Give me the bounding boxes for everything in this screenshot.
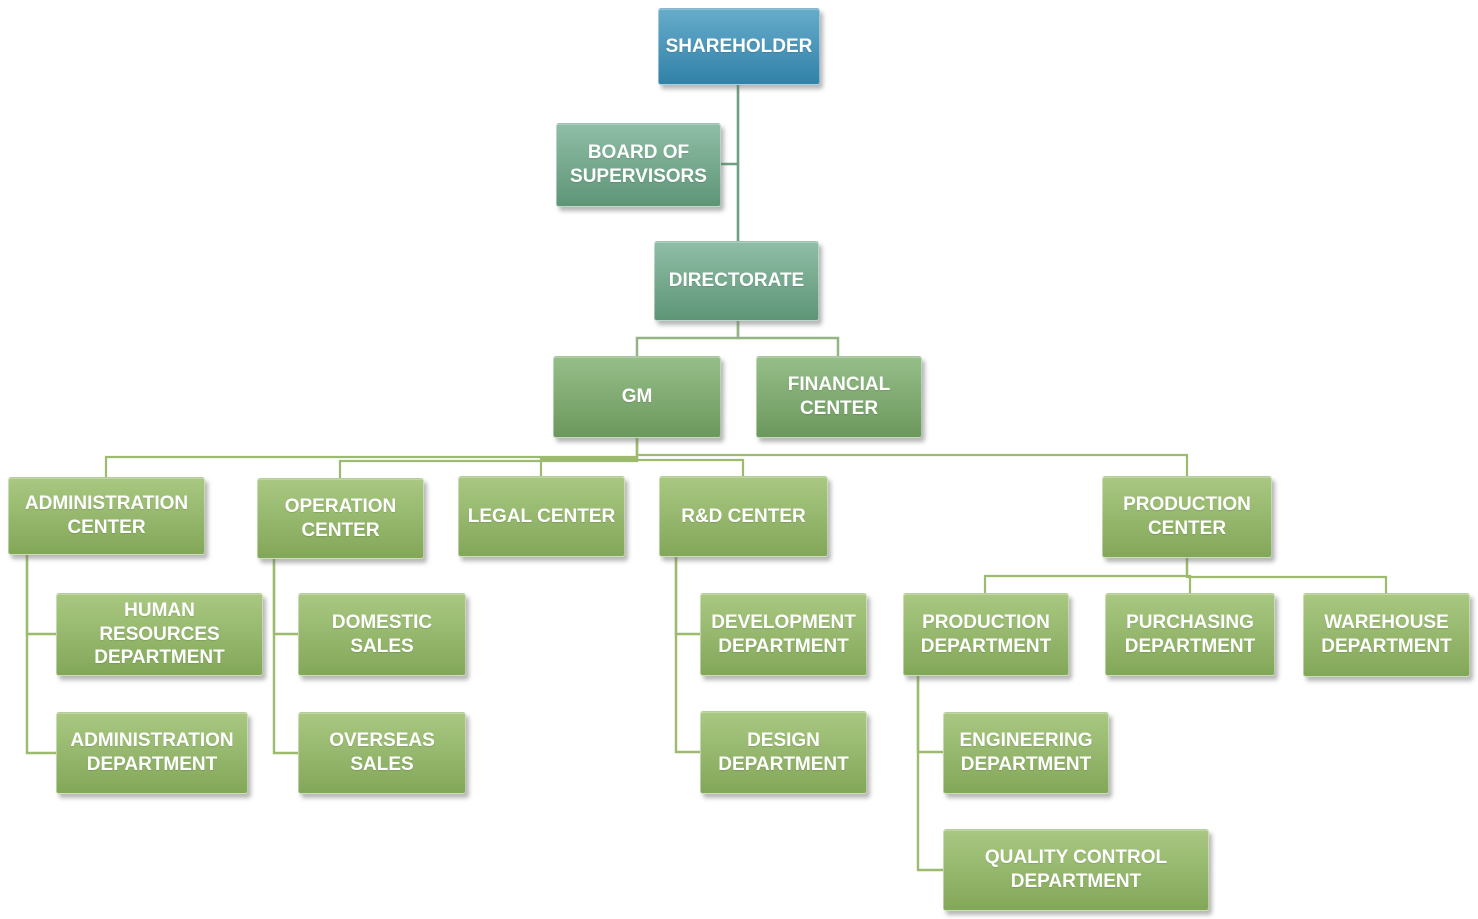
node-label-line: CENTER <box>1147 518 1227 539</box>
node-label-line: LEGAL CENTER <box>467 505 616 527</box>
connector-administration-center--human-resources-department <box>25 555 56 636</box>
node-directorate: DIRECTORATE <box>654 241 819 321</box>
node-label-line: OVERSEAS <box>329 730 435 752</box>
connector-gm--rd-center <box>635 438 745 476</box>
node-label-line: CENTER <box>301 519 380 541</box>
node-label-line: ADMINISTRATION <box>70 730 234 752</box>
node-label-line: DEPARTMENT <box>1321 636 1452 657</box>
node-label-line: ENGINEERING <box>959 730 1093 752</box>
node-label-line: FINANCIAL <box>787 374 891 396</box>
node-label-line: DEPARTMENT <box>718 753 849 775</box>
node-label-line: GM <box>621 386 653 408</box>
node-rd-center: R&D CENTER <box>659 476 828 557</box>
node-label-line: DEPARTMENT <box>1010 871 1142 892</box>
node-label-line: CENTER <box>67 517 146 538</box>
connector-gm--administration-center <box>104 438 639 477</box>
node-label-line: DEPARTMENT <box>960 754 1092 775</box>
connector-production-center--warehouse-department <box>1185 558 1388 593</box>
node-label-line: BOARD OF <box>587 142 690 164</box>
connector-production-department--quality-control-department <box>916 676 943 872</box>
node-label-line: DEVELOPMENT <box>711 611 856 633</box>
node-label-line: PRODUCTION <box>922 611 1050 633</box>
connector-operation-center--domestic-sales <box>272 559 298 636</box>
node-label-line: DOMESTIC <box>331 611 433 633</box>
node-legal-center: LEGAL CENTER <box>458 476 625 557</box>
node-label-line: DEPARTMENT <box>94 647 225 669</box>
node-label-line: DEPARTMENT <box>718 635 849 657</box>
node-label-line: SHAREHOLDER <box>665 35 813 57</box>
connector-directorate--gm <box>635 321 740 356</box>
node-label-line: RESOURCES <box>99 623 220 645</box>
connector-administration-center--administration-department <box>25 555 56 755</box>
node-label-line: OPERATION <box>284 495 397 517</box>
node-label-line: QUALITY CONTROL <box>984 847 1168 869</box>
connector-directorate--financial-center <box>736 321 840 356</box>
node-label-line: PRODUCTION <box>1123 494 1251 516</box>
node-label-line: PURCHASING <box>1126 611 1254 633</box>
node-label-line: DESIGN <box>747 729 820 751</box>
node-label-line: SALES <box>350 635 414 657</box>
node-gm: GM <box>553 356 721 438</box>
node-label-line: R&D CENTER <box>681 505 806 527</box>
node-label-line: SUPERVISORS <box>570 166 707 187</box>
node-label-line: DIRECTORATE <box>668 270 805 292</box>
node-label-line: DEPARTMENT <box>1124 635 1256 657</box>
connector-rd-center--design-department <box>674 557 700 754</box>
node-label-line: DEPARTMENT <box>920 635 1052 657</box>
node-shareholder: SHAREHOLDER <box>658 8 820 85</box>
node-label-line: WAREHOUSE <box>1324 612 1449 634</box>
connector-operation-center--overseas-sales <box>272 559 298 755</box>
connector-rd-center--development-department <box>674 557 700 636</box>
node-label-line: CENTER <box>799 398 879 419</box>
connector-gm--production-center <box>635 438 1189 476</box>
node-label-line: SALES <box>350 754 414 775</box>
connector-production-center--production-department <box>983 558 1189 593</box>
node-label-line: HUMAN <box>124 599 195 621</box>
node-label-line: ADMINISTRATION <box>24 493 189 515</box>
node-label-line: DEPARTMENT <box>86 754 218 775</box>
connector-production-department--engineering-department <box>916 676 943 754</box>
